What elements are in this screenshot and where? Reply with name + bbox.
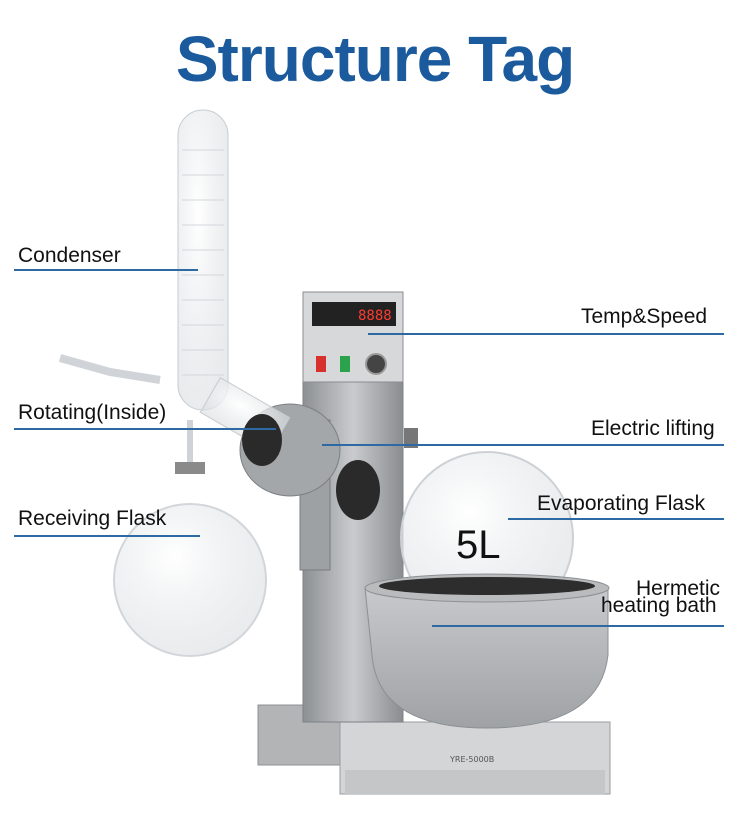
temp-speed-line (368, 333, 724, 335)
label-receiving-flask: Receiving Flask (18, 507, 167, 530)
power-switch-green (340, 356, 350, 372)
label-electric-lifting: Electric lifting (591, 417, 715, 440)
flask-clamp (175, 462, 205, 474)
label-temp-speed: Temp&Speed (581, 305, 708, 328)
condenser-line (14, 269, 198, 271)
rotating-line (14, 428, 276, 430)
receiving-flask (113, 503, 267, 657)
label-heating-bath: heating bath (601, 594, 717, 617)
page-title: Structure Tag (175, 23, 575, 95)
base-plate (345, 770, 605, 794)
evaporating-flask-line (508, 518, 724, 520)
condenser-tube (177, 109, 229, 411)
model-plate: YRE-5000B (449, 755, 494, 764)
label-condenser: Condenser (18, 244, 121, 267)
label-rotating: Rotating(Inside) (18, 401, 167, 424)
display-digits: 8888 (358, 308, 392, 324)
electric-lifting-line (322, 444, 724, 446)
heating-bath (364, 587, 609, 729)
speed-knob (365, 353, 387, 375)
hermetic-line (432, 625, 724, 627)
clamp-left (242, 414, 282, 466)
display (312, 302, 396, 326)
flask-volume: 5L (456, 523, 501, 567)
inlet-pipe (58, 354, 161, 384)
label-hermetic: Hermetic (636, 577, 721, 600)
lift-knob (404, 428, 418, 448)
receiving-flask-line (14, 535, 200, 537)
power-switch-red (316, 356, 326, 372)
label-evaporating-flask: Evaporating Flask (537, 492, 706, 515)
bath-inner (379, 577, 595, 595)
clamp-right (336, 460, 380, 520)
